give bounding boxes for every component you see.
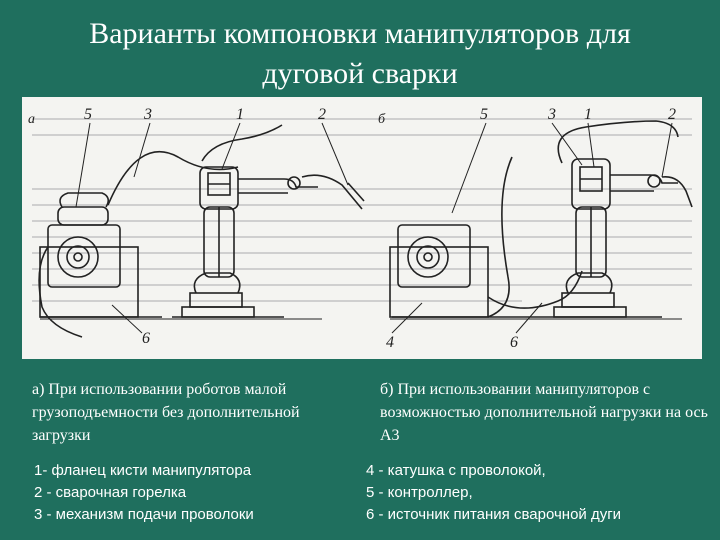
- slide-title-line-2: дуговой сварки: [262, 57, 458, 90]
- callout-a-1: 1: [236, 106, 244, 123]
- panel-b-label: б: [378, 112, 386, 127]
- callout-b-3: 3: [547, 106, 556, 123]
- panel-b: б: [378, 106, 693, 351]
- caption-b: б) При использовании манипуляторов с воз…: [380, 381, 708, 444]
- legend-item: 4 - катушка с проволокой,: [366, 462, 546, 479]
- callout-a-2: 2: [318, 106, 326, 123]
- welding-layout-figure: а: [22, 97, 702, 359]
- welding-layout-drawing: а: [28, 106, 693, 351]
- legend-item: 6 - источник питания сварочной дуги: [366, 506, 622, 523]
- callout-b-1: 1: [584, 106, 592, 123]
- panel-a-label: а: [28, 112, 35, 127]
- caption-a: а) При использовании роботов малой грузо…: [32, 381, 300, 444]
- bleed-through-text: [32, 118, 692, 302]
- panel-a: а: [28, 106, 365, 347]
- legend-item: 2 - сварочная горелка: [34, 484, 187, 501]
- callout-b-5: 5: [480, 106, 488, 123]
- callout-a-6: 6: [142, 330, 150, 347]
- controller-b: [397, 224, 471, 288]
- callout-a-3: 3: [143, 106, 152, 123]
- callout-b-2: 2: [668, 106, 676, 123]
- slide-title: Варианты компоновки манипуляторов для ду…: [0, 14, 720, 94]
- callout-b-4: 4: [386, 334, 394, 351]
- callout-a-5: 5: [84, 106, 92, 123]
- legend-item: 1- фланец кисти манипулятора: [34, 462, 252, 479]
- legend-item: 3 - механизм подачи проволоки: [34, 506, 254, 523]
- legend-item: 5 - контроллер,: [366, 484, 473, 501]
- callout-b-6: 6: [510, 334, 518, 351]
- legend-right: 4 - катушка с проволокой, 5 - контроллер…: [366, 460, 621, 526]
- legend-left: 1- фланец кисти манипулятора 2 - сварочн…: [34, 460, 254, 526]
- slide-title-line-1: Варианты компоновки манипуляторов для: [89, 17, 631, 50]
